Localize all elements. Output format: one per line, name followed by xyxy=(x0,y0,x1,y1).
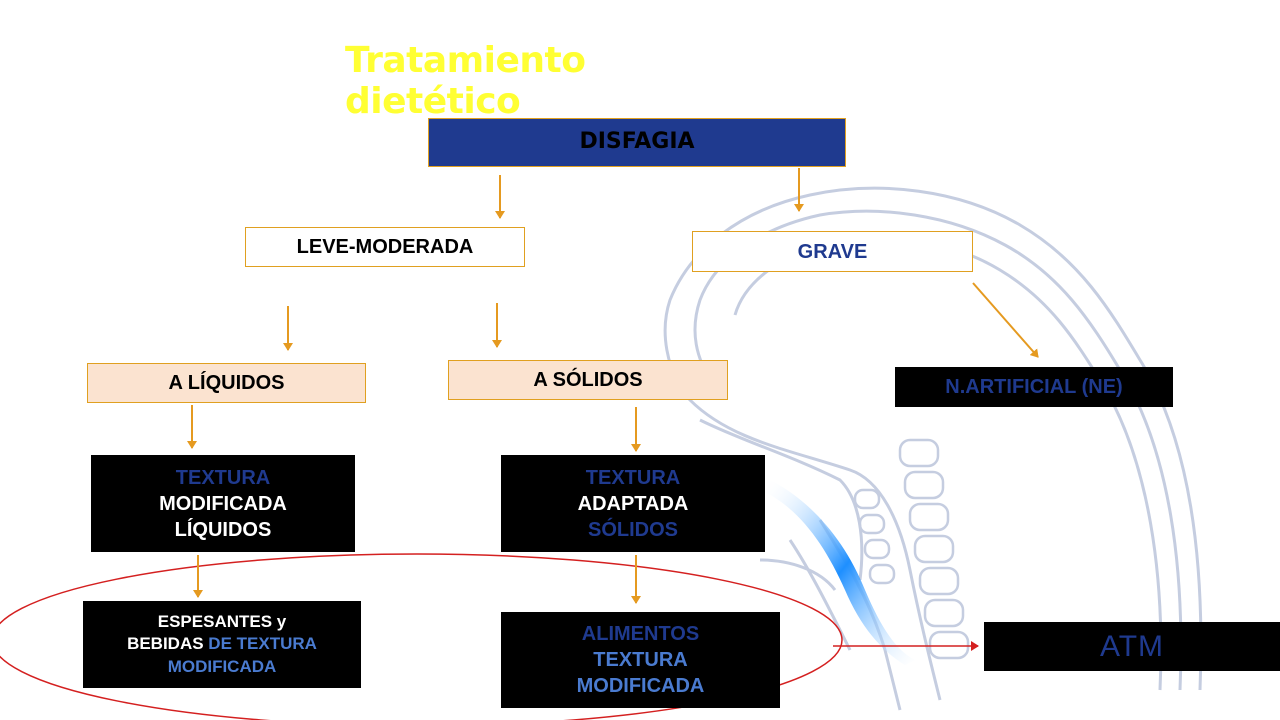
espesantes-de-textura: DE TEXTURA xyxy=(203,634,317,654)
node-n-artificial: N.ARTIFICIAL (NE) xyxy=(895,367,1173,407)
node-a-solidos: A SÓLIDOS xyxy=(448,360,728,400)
node-textura-solidos: TEXTURA ADAPTADA SÓLIDOS xyxy=(501,455,765,552)
node-textura-liquidos: TEXTURA MODIFICADA LÍQUIDOS xyxy=(91,455,355,552)
node-a-solidos-label: A SÓLIDOS xyxy=(533,369,643,391)
textura-liquidos-line1: TEXTURA xyxy=(175,466,271,489)
node-atm: ATM xyxy=(984,622,1280,671)
vertebrae-illustration xyxy=(853,438,970,660)
espesantes-line3: MODIFICADA xyxy=(167,656,277,676)
espesantes-bebidas: BEBIDAS xyxy=(127,634,204,654)
node-leve-moderada: LEVE-MODERADA xyxy=(245,227,525,267)
node-atm-label: ATM xyxy=(1099,630,1165,663)
node-a-liquidos: A LÍQUIDOS xyxy=(87,363,366,403)
swallow-bolus-illustration xyxy=(765,480,915,665)
textura-liquidos-line2: MODIFICADA xyxy=(159,492,287,515)
page-title: Tratamiento dietético xyxy=(345,40,586,122)
node-a-liquidos-label: A LÍQUIDOS xyxy=(168,372,285,394)
node-leve-moderada-label: LEVE-MODERADA xyxy=(296,236,474,258)
alimentos-line1: ALIMENTOS xyxy=(581,623,700,645)
alimentos-line2: TEXTURA xyxy=(593,649,688,671)
node-espesantes: ESPESANTES y BEBIDAS DE TEXTURA MODIFICA… xyxy=(83,601,361,688)
textura-solidos-line2: ADAPTADA xyxy=(577,492,689,515)
espesantes-line1: ESPESANTES y xyxy=(157,612,287,632)
textura-liquidos-line3: LÍQUIDOS xyxy=(174,518,272,541)
node-grave: GRAVE xyxy=(692,231,973,272)
espesantes-line2: BEBIDAS DE TEXTURA xyxy=(127,633,317,655)
node-alimentos: ALIMENTOS TEXTURA MODIFICADA xyxy=(501,612,780,708)
node-n-artificial-label: N.ARTIFICIAL (NE) xyxy=(945,376,1123,398)
node-grave-label: GRAVE xyxy=(797,240,868,263)
textura-solidos-line1: TEXTURA xyxy=(585,466,681,489)
node-disfagia: DISFAGIA xyxy=(428,118,846,167)
alimentos-line3: MODIFICADA xyxy=(576,675,705,697)
node-disfagia-label: DISFAGIA xyxy=(579,129,695,155)
textura-solidos-line3: SÓLIDOS xyxy=(587,518,678,541)
connector-arrows xyxy=(187,168,1039,604)
highlight-ellipse xyxy=(0,553,843,720)
